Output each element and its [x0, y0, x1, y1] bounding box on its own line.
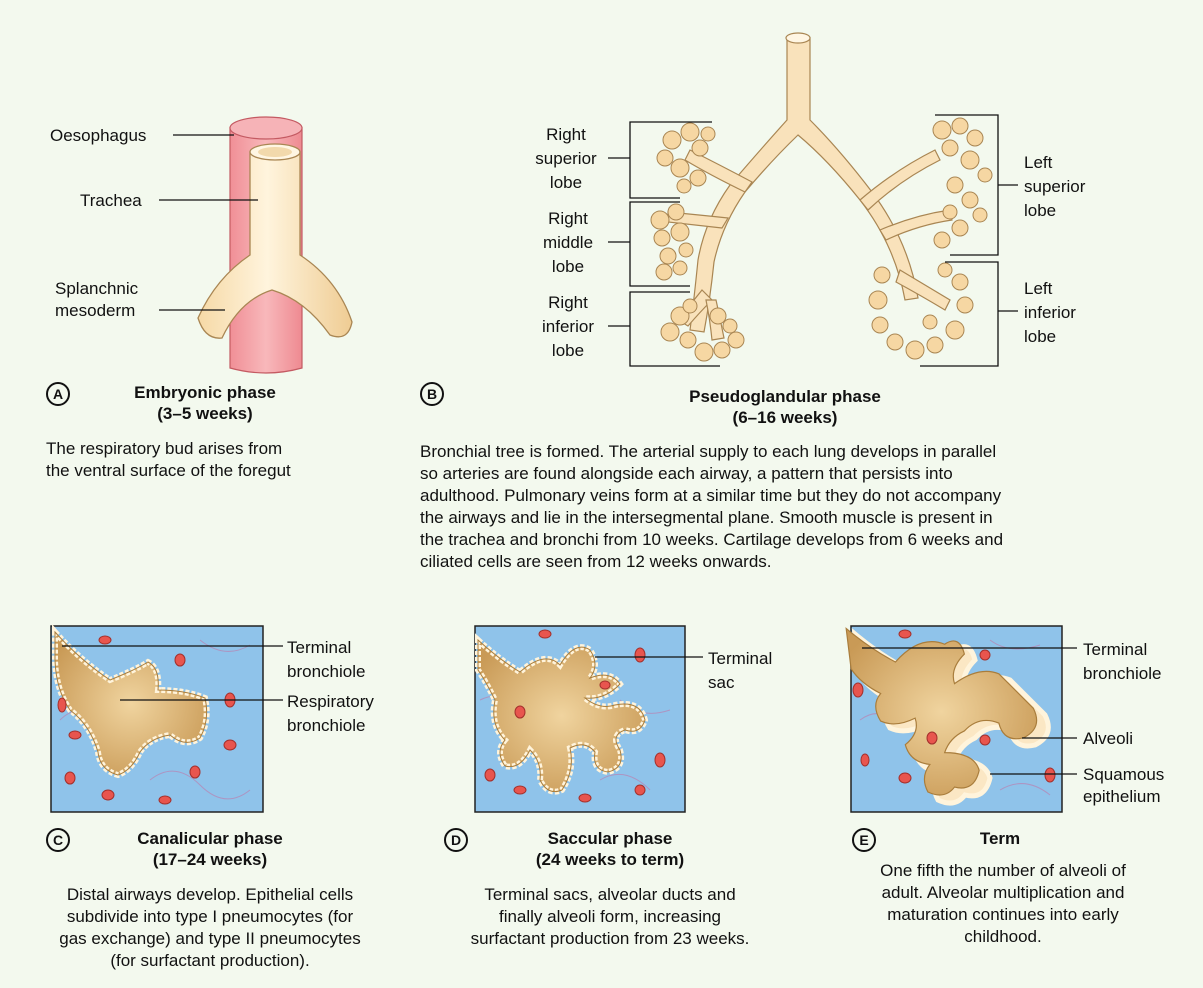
panel-e-desc-line: adult. Alveolar multiplication and [838, 882, 1168, 904]
label-trachea: Trachea [80, 190, 142, 211]
label-left-inferior-lobe: Left inferior lobe [1024, 277, 1076, 349]
panel-b-desc-line: the airways and lie in the intersegmenta… [420, 507, 1180, 529]
label-line: superior [526, 147, 606, 171]
panel-d-desc-line: Terminal sacs, alveolar ducts and [440, 884, 780, 906]
label-right-inferior-lobe: Right inferior lobe [530, 291, 606, 363]
panel-a-title-line1: Embryonic phase [100, 382, 310, 403]
panel-badge-e: E [852, 828, 876, 852]
label-alveoli: Alveoli [1083, 728, 1133, 749]
label-line: Terminal [287, 636, 365, 660]
label-splanchnic: Splanchnic [55, 278, 138, 299]
label-line: Left [1024, 151, 1085, 175]
panel-b-desc-line: adulthood. Pulmonary veins form at a sim… [420, 485, 1180, 507]
panel-c-desc-line: Distal airways develop. Epithelial cells [40, 884, 380, 906]
label-line: Respiratory [287, 690, 374, 714]
label-line: Squamous [1083, 764, 1164, 786]
label-line: lobe [530, 255, 606, 279]
label-line: sac [708, 671, 772, 695]
panel-d-description: Terminal sacs, alveolar ducts and finall… [440, 884, 780, 950]
panel-d-title: Saccular phase (24 weeks to term) [500, 828, 720, 870]
panel-e-title: Term [940, 828, 1060, 849]
panel-e-description: One fifth the number of alveoli of adult… [838, 860, 1168, 948]
panel-b-title: Pseudoglandular phase (6–16 weeks) [660, 386, 910, 428]
panel-b-desc-line: ciliated cells are seen from 12 weeks on… [420, 551, 1180, 573]
panel-b-title-line1: Pseudoglandular phase [660, 386, 910, 407]
panel-b-desc-line: Bronchial tree is formed. The arterial s… [420, 441, 1180, 463]
label-line: inferior [1024, 301, 1076, 325]
label-line: lobe [530, 339, 606, 363]
panel-b-title-line2: (6–16 weeks) [660, 407, 910, 428]
panel-e-desc-line: childhood. [838, 926, 1168, 948]
panel-b-desc-line: so arteries are found alongside each air… [420, 463, 1180, 485]
panel-badge-d: D [444, 828, 468, 852]
bronchial-tree-drawing [608, 33, 1018, 366]
panel-e-desc-line: maturation continues into early [838, 904, 1168, 926]
panel-d-title-line1: Saccular phase [500, 828, 720, 849]
panel-badge-a: A [46, 382, 70, 406]
panel-d-title-line2: (24 weeks to term) [500, 849, 720, 870]
panel-d-desc-line: surfactant production from 23 weeks. [440, 928, 780, 950]
panel-c-desc-line: (for surfactant production). [40, 950, 380, 972]
panel-a-desc-line: The respiratory bud arises from [46, 438, 376, 460]
canalicular-airway-drawing [51, 626, 283, 812]
label-right-superior-lobe: Right superior lobe [526, 123, 606, 195]
label-line: lobe [1024, 325, 1076, 349]
label-line: lobe [526, 171, 606, 195]
panel-b-desc-line: the trachea and bronchi from 10 weeks. C… [420, 529, 1180, 551]
panel-c-title-line1: Canalicular phase [110, 828, 310, 849]
panel-e-desc-line: One fifth the number of alveoli of [838, 860, 1168, 882]
label-line: epithelium [1083, 786, 1164, 808]
label-mesoderm: mesoderm [55, 300, 135, 321]
panel-d-desc-line: finally alveoli form, increasing [440, 906, 780, 928]
label-terminal-bronchiole-c: Terminal bronchiole [287, 636, 365, 684]
panel-c-desc-line: gas exchange) and type II pneumocytes [40, 928, 380, 950]
label-line: Terminal [708, 647, 772, 671]
label-line: Right [530, 291, 606, 315]
label-line: Right [530, 207, 606, 231]
label-line: Right [526, 123, 606, 147]
panel-b-description: Bronchial tree is formed. The arterial s… [420, 441, 1180, 573]
label-respiratory-bronchiole: Respiratory bronchiole [287, 690, 374, 738]
label-line: Left [1024, 277, 1076, 301]
term-alveoli-drawing [846, 626, 1077, 812]
label-terminal-sac: Terminal sac [708, 647, 772, 695]
label-line: bronchiole [287, 660, 365, 684]
panel-c-description: Distal airways develop. Epithelial cells… [40, 884, 380, 972]
panel-c-desc-line: subdivide into type I pneumocytes (for [40, 906, 380, 928]
label-right-middle-lobe: Right middle lobe [530, 207, 606, 279]
panel-badge-c: C [46, 828, 70, 852]
panel-a-description: The respiratory bud arises from the vent… [46, 438, 376, 482]
panel-a-title: Embryonic phase (3–5 weeks) [100, 382, 310, 424]
panel-c-title-line2: (17–24 weeks) [110, 849, 310, 870]
label-line: lobe [1024, 199, 1085, 223]
embryonic-lung-bud-drawing [159, 117, 352, 373]
panel-a-desc-line: the ventral surface of the foregut [46, 460, 376, 482]
panel-a-title-line2: (3–5 weeks) [100, 403, 310, 424]
label-squamous-epithelium: Squamous epithelium [1083, 764, 1164, 808]
panel-c-title: Canalicular phase (17–24 weeks) [110, 828, 310, 870]
label-line: Terminal [1083, 638, 1161, 662]
label-line: middle [530, 231, 606, 255]
label-line: superior [1024, 175, 1085, 199]
label-left-superior-lobe: Left superior lobe [1024, 151, 1085, 223]
label-line: bronchiole [1083, 662, 1161, 686]
label-line: inferior [530, 315, 606, 339]
label-line: bronchiole [287, 714, 374, 738]
label-terminal-bronchiole-e: Terminal bronchiole [1083, 638, 1161, 686]
label-oesophagus: Oesophagus [50, 125, 146, 146]
saccular-sac-drawing [475, 626, 703, 812]
panel-badge-b: B [420, 382, 444, 406]
